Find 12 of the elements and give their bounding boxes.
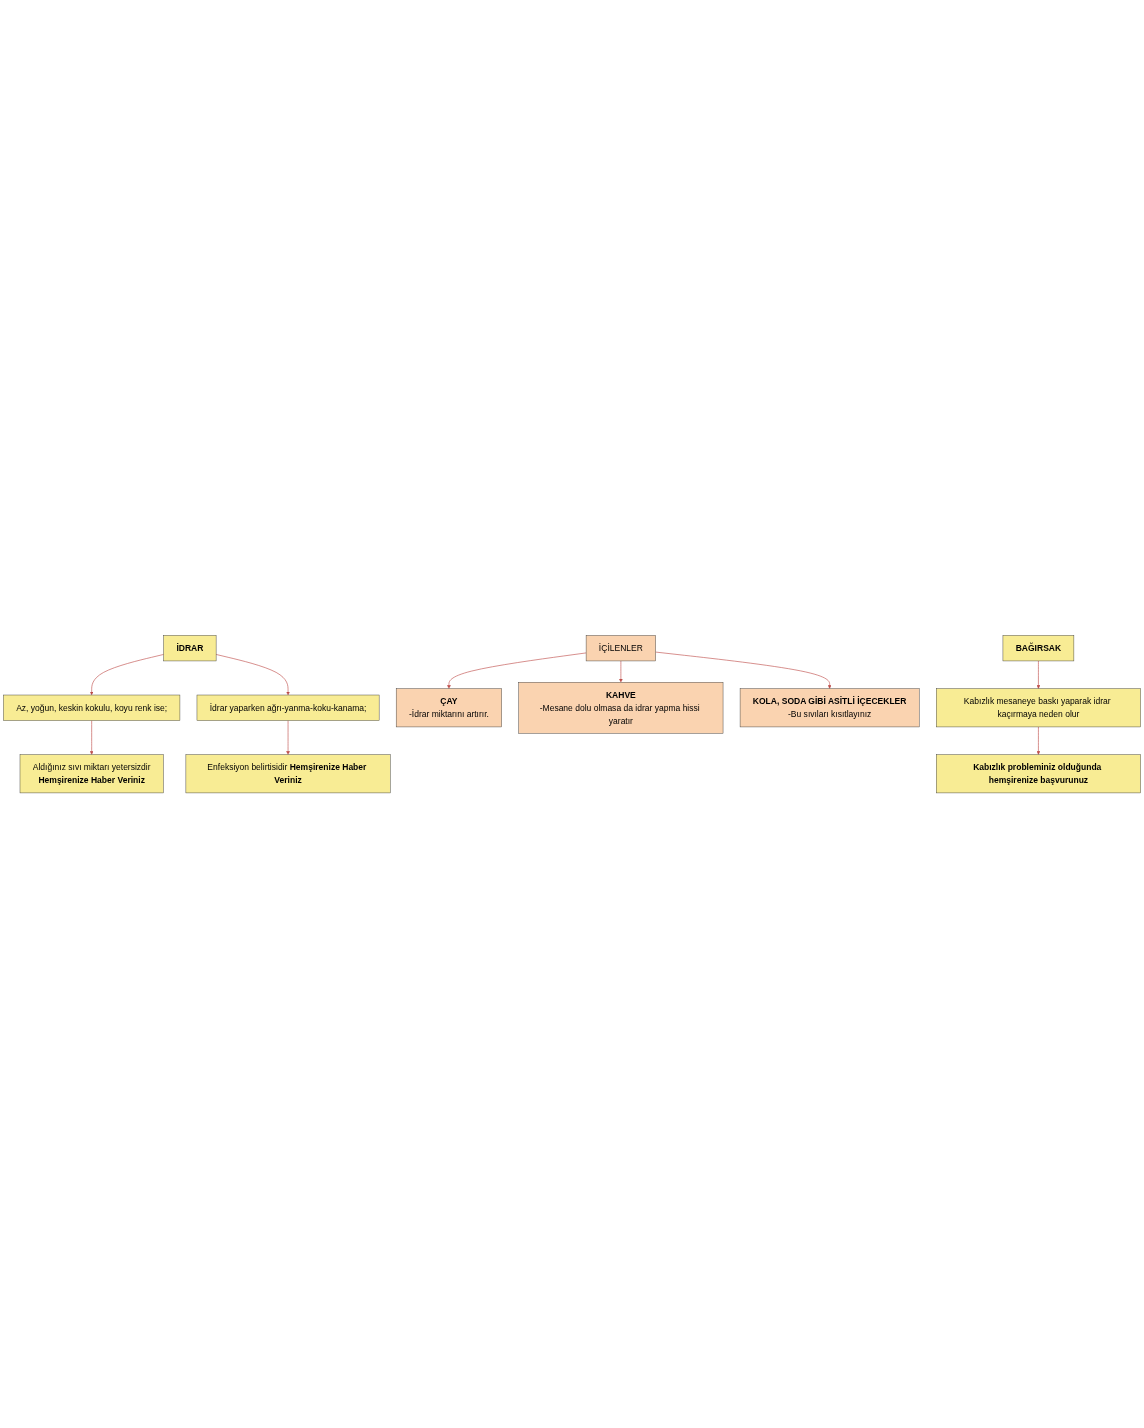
node-box: İÇİLENLER [585, 635, 656, 661]
node-box: ÇAY -İdrar miktarını artırır. [395, 688, 502, 727]
node-box: Kabızlık mesaneye baskı yaparak idrar kaçırmaya neden olur [936, 688, 1141, 727]
node-box: Aldığınız sıvı miktarı yetersizdir Hemşirenize Haber Veriniz [19, 754, 164, 793]
node-box: KAHVE -Mesane dolu olmasa da idrar yapma hissi yaratır [518, 681, 724, 734]
node-box: KOLA, SODA GİBİ ASİTLİ İÇECEKLER -Bu sıvıları kısıtlayınız [739, 688, 920, 727]
node-box: İDRAR [163, 635, 217, 661]
node-box: İdrar yaparken ağrı-yanma-koku-kanama; [196, 694, 380, 721]
node-box: Az, yoğun, keskin kokulu, koyu renk ise; [3, 694, 181, 721]
node-box: Enfeksiyon belirtisidir Hemşirenize Haber Veriniz [185, 754, 391, 793]
node-box: BAĞIRSAK [1002, 635, 1075, 661]
node-box: Kabızlık probleminiz olduğunda hemşirenize başvurunuz [936, 754, 1141, 793]
